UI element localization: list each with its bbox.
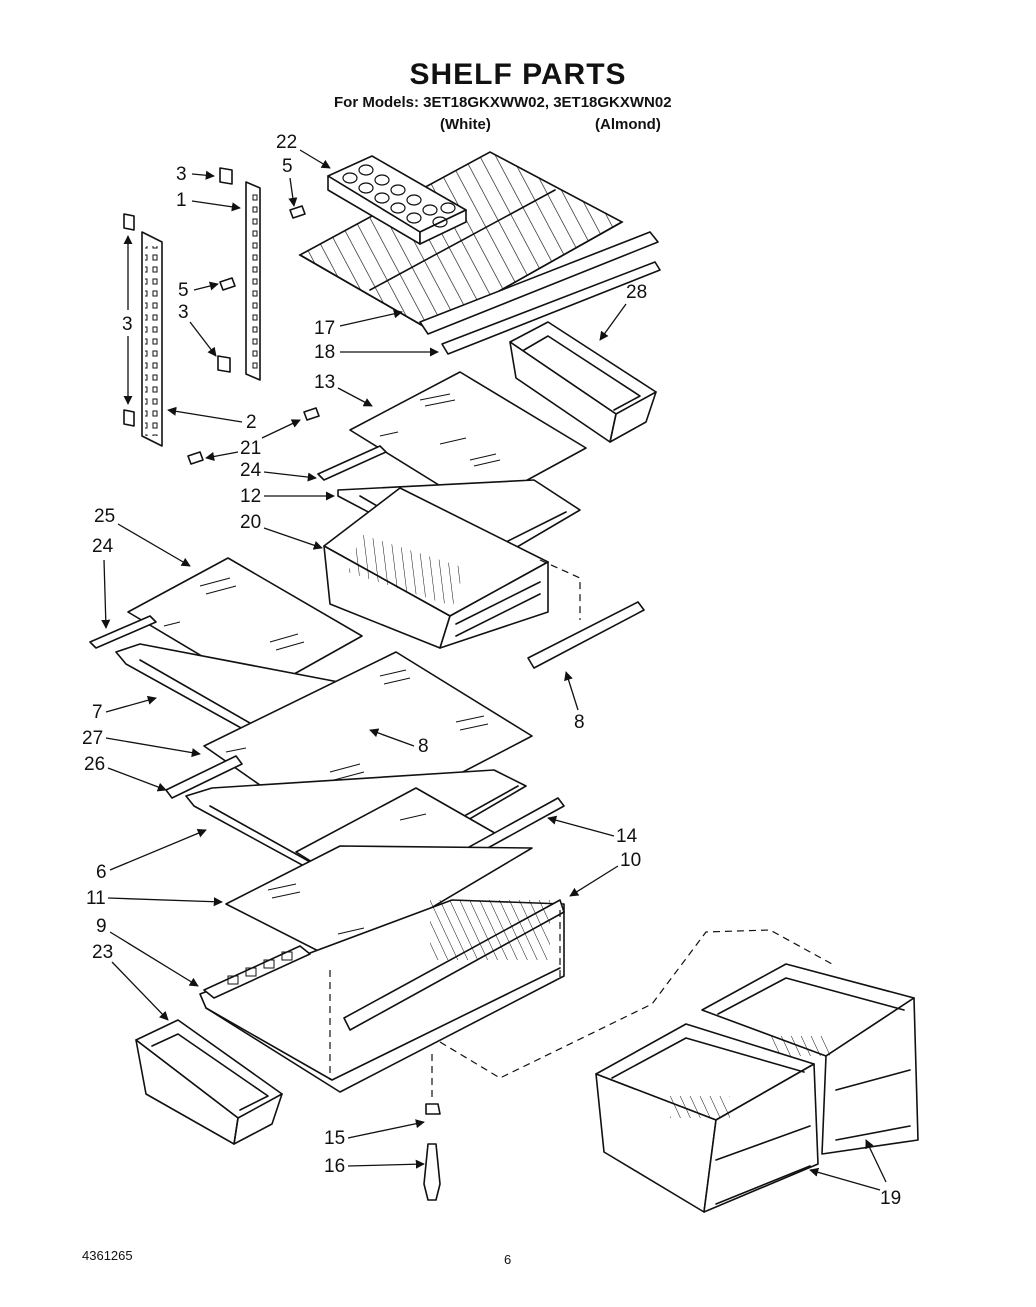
rail-26 (165, 755, 243, 799)
callout-19: 19 (880, 1188, 901, 1209)
callout-21: 21 (240, 438, 261, 459)
callout-10: 10 (620, 850, 641, 871)
variant-almond: (Almond) (595, 116, 661, 133)
callout-20: 20 (240, 512, 261, 533)
ice-tray (327, 155, 467, 245)
callout-24a: 24 (240, 460, 262, 481)
shelf-ladder-right (245, 181, 261, 381)
callout-5b: 5 (178, 280, 189, 301)
callout-8b: 8 (418, 736, 429, 757)
callout-2: 2 (246, 412, 257, 433)
callout-8a: 8 (574, 712, 585, 733)
page-number: 6 (504, 1252, 512, 1267)
document-number: 4361265 (82, 1248, 133, 1263)
trim-right (527, 601, 645, 669)
callout-7: 7 (92, 702, 103, 723)
callout-27: 27 (82, 728, 103, 749)
callout-18: 18 (314, 342, 335, 363)
callout-12: 12 (240, 486, 261, 507)
callout-16: 16 (324, 1156, 345, 1177)
callout-28: 28 (626, 282, 647, 303)
callout-6: 6 (96, 862, 107, 883)
crisper-drawer-left (595, 1023, 819, 1213)
variant-white: (White) (440, 116, 491, 133)
shelf-trim-upper (419, 231, 661, 355)
shelf-ladder-left (141, 231, 163, 447)
rail-left (89, 615, 157, 649)
crisper-drawer-right (701, 963, 919, 1155)
callout-3c: 3 (122, 314, 133, 335)
wire-shelf (298, 151, 624, 331)
door-bin-upper (509, 321, 657, 443)
callout-26: 26 (84, 754, 105, 775)
callout-3b: 3 (178, 302, 189, 323)
callout-1: 1 (176, 190, 187, 211)
model-numbers: For Models: 3ET18GKXWW02, 3ET18GKXWN02 (334, 94, 672, 111)
cover-support (423, 1054, 441, 1201)
door-bin-lower (135, 1019, 283, 1145)
callout-3a: 3 (176, 164, 187, 185)
meat-pan (323, 487, 549, 649)
callout-9: 9 (96, 916, 107, 937)
callout-13: 13 (314, 372, 335, 393)
glass-shelf-upper (349, 371, 587, 509)
callout-25: 25 (94, 506, 115, 527)
callout-17: 17 (314, 318, 335, 339)
callout-15: 15 (324, 1128, 345, 1149)
callouts: 3 1 22 5 5 3 3 2 21 17 18 28 13 24 12 20… (82, 132, 901, 1209)
callout-23: 23 (92, 942, 113, 963)
page-title: SHELF PARTS (409, 58, 627, 91)
callout-22: 22 (276, 132, 297, 153)
callout-14: 14 (616, 826, 638, 847)
crisper-cover-frame (199, 899, 565, 1093)
callout-5a: 5 (282, 156, 293, 177)
ladder-caps (123, 167, 233, 427)
callout-24b: 24 (92, 536, 114, 557)
crisper-cover-glass (225, 845, 533, 963)
screws (187, 205, 320, 465)
callout-11: 11 (86, 888, 106, 909)
